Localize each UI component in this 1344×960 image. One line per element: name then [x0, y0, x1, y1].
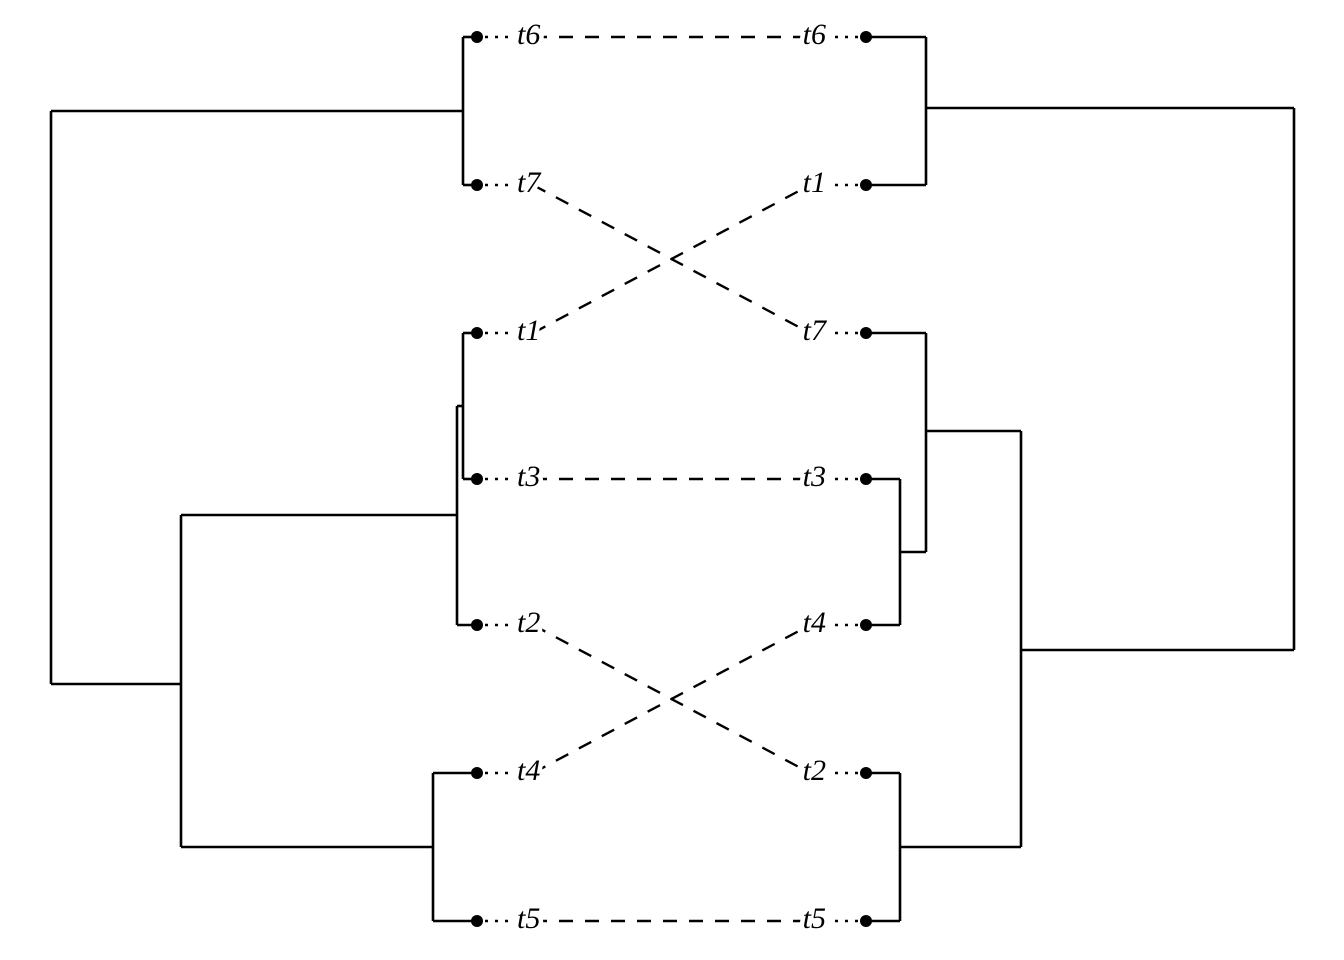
tip-dot-right-t6[interactable]: [860, 31, 872, 43]
tip-label-right-t4-halo: t4: [803, 606, 826, 639]
tip-dots: [471, 31, 872, 927]
tip-dot-left-t4[interactable]: [471, 767, 483, 779]
tip-dot-left-t6[interactable]: [471, 31, 483, 43]
tip-dot-right-t1[interactable]: [860, 179, 872, 191]
tip-stub-lines: [485, 35, 858, 923]
tip-label-left-t2-halo: t2: [517, 606, 540, 639]
tip-label-right-t5-halo: t5: [803, 902, 826, 935]
tip-label-right-t3-halo: t3: [803, 460, 826, 493]
tip-label-left-t3-halo: t3: [517, 460, 540, 493]
tip-label-right-t6: t6: [803, 18, 826, 51]
tip-dot-right-t5[interactable]: [860, 915, 872, 927]
tip-label-right-t1-halo: t1: [803, 166, 826, 199]
tip-label-left-t4: t4: [517, 754, 540, 787]
tip-dot-left-t7[interactable]: [471, 179, 483, 191]
tip-link-lines: [532, 35, 811, 923]
left-tree-branches: [49, 35, 477, 923]
link-line-t4-crossed: [532, 623, 811, 775]
tip-label-left-t5: t5: [517, 902, 540, 935]
tip-dot-right-t2[interactable]: [860, 767, 872, 779]
tip-label-right-t1: t1: [803, 166, 826, 199]
right-tree-branches: [866, 35, 1296, 923]
tip-labels: t6t6t7t7t1t1t3t3t2t2t4t4t5t5t6t6t1t1t7t7…: [513, 13, 833, 939]
tip-label-left-t7: t7: [517, 166, 542, 199]
tip-label-left-t1: t1: [517, 314, 540, 347]
tip-dot-right-t7[interactable]: [860, 327, 872, 339]
tip-label-right-t3: t3: [803, 460, 826, 493]
tip-dot-left-t3[interactable]: [471, 473, 483, 485]
tip-label-left-t3: t3: [517, 460, 540, 493]
tip-label-left-t1-halo: t1: [517, 314, 540, 347]
tip-label-right-t7: t7: [803, 314, 828, 347]
tip-label-left-t6: t6: [517, 18, 540, 51]
tip-label-right-t6-halo: t6: [803, 18, 826, 51]
tip-dot-right-t3[interactable]: [860, 473, 872, 485]
tip-label-right-t2-halo: t2: [803, 754, 826, 787]
tip-dot-left-t5[interactable]: [471, 915, 483, 927]
tip-label-right-t2: t2: [803, 754, 826, 787]
tip-dot-left-t1[interactable]: [471, 327, 483, 339]
tip-label-left-t4-halo: t4: [517, 754, 540, 787]
tip-dot-right-t4[interactable]: [860, 619, 872, 631]
tip-label-left-t5-halo: t5: [517, 902, 540, 935]
tip-label-right-t5: t5: [803, 902, 826, 935]
tip-label-left-t2: t2: [517, 606, 540, 639]
link-line-t1-crossed: [532, 183, 811, 335]
tip-label-right-t4: t4: [803, 606, 826, 639]
tip-label-left-t6-halo: t6: [517, 18, 540, 51]
tip-dot-left-t2[interactable]: [471, 619, 483, 631]
